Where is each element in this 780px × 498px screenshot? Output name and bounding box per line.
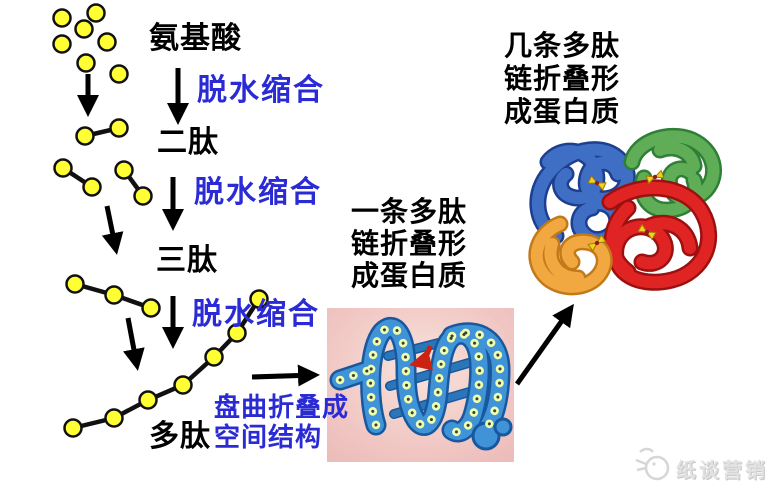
dehydration-condensation-label-2: 脱水缩合 bbox=[194, 176, 322, 209]
coil-fold-caption-line1: 盘曲折叠成 bbox=[214, 392, 350, 422]
multi-chain-note-line1: 几条多肽 bbox=[504, 30, 621, 61]
tripeptide-chain bbox=[65, 274, 161, 318]
monomer-circles bbox=[52, 3, 269, 438]
dipeptide-label: 二肽 bbox=[157, 126, 219, 159]
red-fold-arrow-icon bbox=[409, 345, 434, 371]
arrow-tripeptide-cluster-to-polypeptide bbox=[123, 317, 145, 371]
single-chain-note-line1: 一条多肽 bbox=[351, 196, 468, 227]
dehydration-condensation-label-3: 脱水缩合 bbox=[192, 298, 320, 331]
multi-chain-note-line2: 链折叠形 bbox=[504, 63, 621, 94]
dehydration-condensation-label-1: 脱水缩合 bbox=[197, 74, 325, 107]
coil-fold-caption: 盘曲折叠成 空间结构 bbox=[214, 392, 349, 452]
process-arrows bbox=[77, 68, 574, 387]
arrow-polypeptide-to-folded-chain bbox=[251, 364, 320, 387]
bowtie-icon bbox=[587, 234, 607, 252]
disulfide-bond-icons bbox=[587, 169, 665, 252]
bowtie-icon bbox=[637, 223, 657, 241]
single-chain-note-line3: 成蛋白质 bbox=[351, 260, 468, 291]
tripeptide-label: 三肽 bbox=[156, 244, 218, 277]
watermark-text: 纸谈营销 bbox=[676, 460, 768, 482]
folded-chain-image bbox=[327, 308, 514, 462]
watermark-bird-logo-icon bbox=[635, 447, 670, 481]
arrow-dipeptide-cluster-to-tripeptide-cluster bbox=[101, 205, 124, 255]
single-chain-note-line2: 链折叠形 bbox=[351, 228, 468, 259]
single-chain-protein-note: 一条多肽 链折叠形 成蛋白质 bbox=[351, 196, 467, 292]
multi-chain-protein-note: 几条多肽 链折叠形 成蛋白质 bbox=[504, 29, 620, 128]
coil-fold-caption-line2: 空间结构 bbox=[214, 422, 323, 452]
amino-acid-cluster bbox=[52, 3, 129, 84]
multi-chain-note-line3: 成蛋白质 bbox=[504, 96, 621, 127]
quaternary-protein-image bbox=[537, 136, 714, 286]
polypeptide-chain bbox=[63, 289, 269, 438]
arrow-folded-to-quaternary-protein bbox=[514, 303, 574, 386]
bowtie-icon bbox=[645, 169, 665, 185]
bowtie-icon bbox=[587, 175, 607, 191]
polypeptide-label: 多肽 bbox=[149, 420, 211, 453]
peptide-bond-lines bbox=[61, 125, 261, 431]
dipeptide-cluster bbox=[53, 118, 153, 206]
amino-acid-label: 氨基酸 bbox=[149, 22, 242, 55]
